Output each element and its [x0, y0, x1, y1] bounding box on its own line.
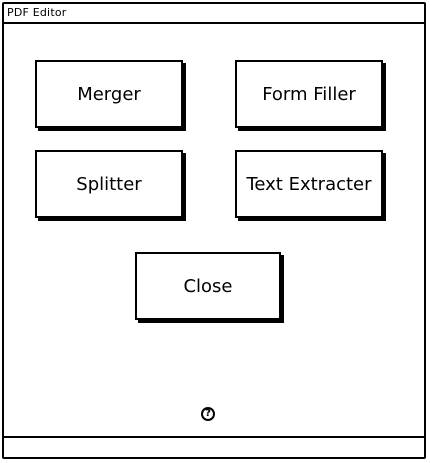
close-button[interactable]: Close — [135, 252, 281, 320]
text-extracter-button[interactable]: Text Extracter — [235, 150, 383, 218]
help-glyph: ? — [205, 408, 211, 419]
question-circle-icon[interactable]: ? — [201, 407, 215, 421]
splitter-button[interactable]: Splitter — [35, 150, 183, 218]
app-window: PDF Editor Merger Form Filler Splitter T… — [2, 2, 426, 459]
merger-button[interactable]: Merger — [35, 60, 183, 128]
form-filler-button[interactable]: Form Filler — [235, 60, 383, 128]
status-bar — [4, 436, 424, 457]
window-title: PDF Editor — [7, 6, 67, 19]
title-bar: PDF Editor — [4, 4, 424, 24]
